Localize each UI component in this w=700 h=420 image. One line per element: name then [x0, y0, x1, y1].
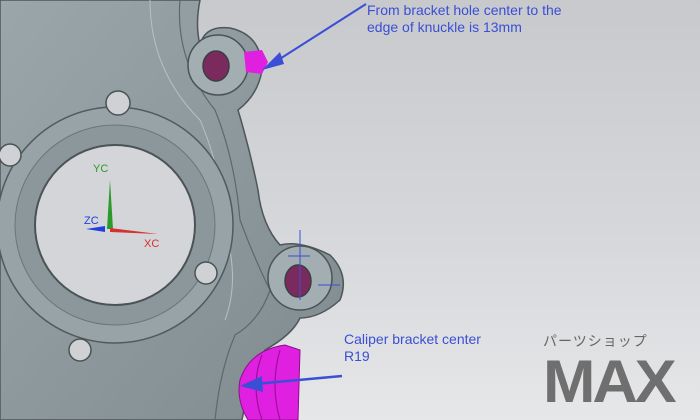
y-axis-arrow — [107, 180, 113, 229]
hub-bore — [34, 144, 196, 306]
annotation-arrow-upper — [262, 3, 367, 70]
z-axis-arrow — [86, 226, 105, 232]
upper-highlight — [244, 50, 268, 74]
upper-bracket-hole — [202, 50, 230, 82]
lower-bracket-hole — [284, 264, 312, 298]
dimension-lines — [288, 230, 340, 300]
annotation-arrow-caliper — [240, 374, 343, 392]
shop-logo: パーツショップ MAX — [543, 333, 693, 413]
y-axis-label: YC — [93, 163, 109, 175]
x-axis-label: XC — [144, 238, 160, 250]
x-axis-arrow — [110, 228, 158, 234]
logo-max: MAX — [543, 348, 677, 415]
bolt-holes — [0, 90, 218, 362]
hole-edge-annotation: From bracket hole center to the edge of … — [367, 2, 562, 35]
z-axis-label: ZC — [84, 215, 99, 227]
caliper-annotation: Caliper bracket center R19 — [344, 331, 481, 364]
logo-kana: パーツショップ — [543, 333, 648, 349]
